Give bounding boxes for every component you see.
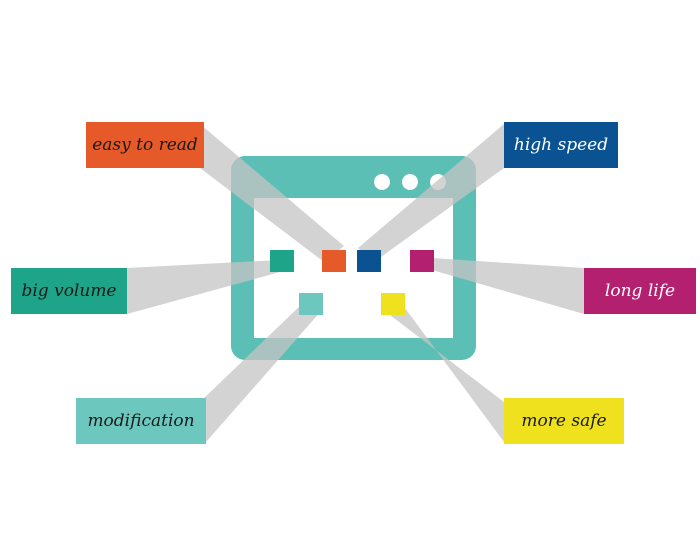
label-text: modification [87,411,195,431]
label-text: easy to read [92,135,198,155]
label-modification: modification [76,398,206,444]
label-text: big volume [21,281,117,301]
square-easy [322,250,346,272]
square-big [270,250,294,272]
connector-long [432,258,584,314]
connector-easy [200,124,344,262]
window-dot-2 [402,174,418,190]
square-long [410,250,434,272]
connector-safe [386,304,504,442]
square-safe [381,293,405,315]
label-text: long life [604,281,676,301]
label-more-safe: more safe [504,398,624,444]
label-text: more safe [521,411,607,431]
connectors [127,124,584,442]
square-mod [299,293,323,315]
label-text: high speed [513,135,609,155]
connector-big [127,260,280,314]
square-high [357,250,381,272]
label-long-life: long life [584,268,696,314]
feature-squares [270,250,434,315]
label-easy-to-read: easy to read [86,122,204,168]
label-big-volume: big volume [11,268,127,314]
connector-high [358,124,504,262]
window-dot-1 [374,174,390,190]
label-high-speed: high speed [504,122,618,168]
connector-mod [200,302,322,442]
